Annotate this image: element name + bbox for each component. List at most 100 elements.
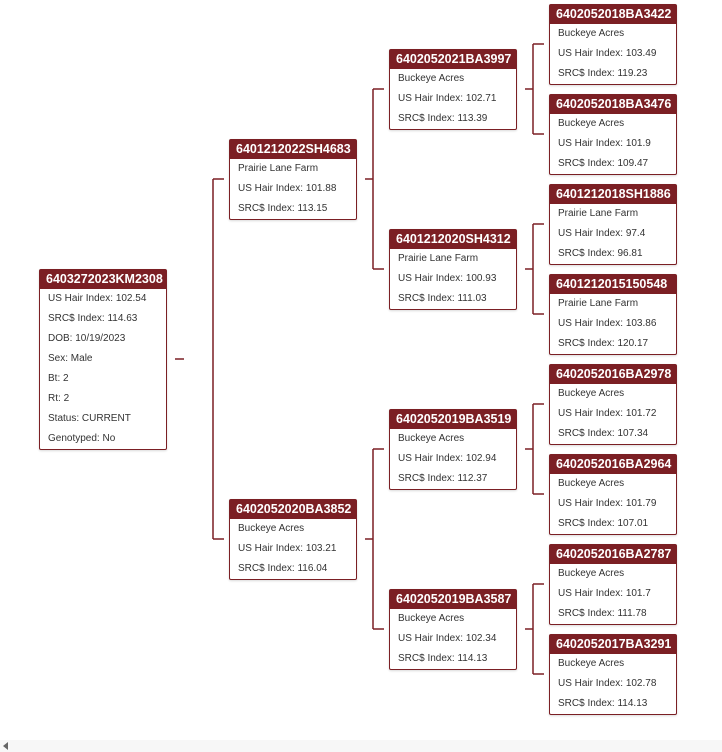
grandparent-src-index: SRC$ Index: 113.39: [390, 109, 516, 129]
grandparent-id-link[interactable]: 6402052019BA3587: [390, 590, 516, 609]
src-index-label: SRC$ Index:: [558, 518, 615, 529]
detail-value: 2: [63, 393, 70, 404]
src-index-label: SRC$ Index:: [558, 428, 615, 439]
great-grandparent-farm: Buckeye Acres: [558, 28, 625, 39]
detail-value: CURRENT: [81, 413, 131, 424]
us-hair-index-value: 102.78: [625, 678, 657, 689]
src-index-label: SRC$ Index:: [558, 338, 615, 349]
src-index-value: 109.47: [617, 158, 649, 169]
src-index-value: 113.15: [297, 203, 328, 214]
src-index-label: SRC$ Index:: [558, 68, 615, 79]
great-grandparent-us-hair-index: US Hair Index: 101.72: [550, 404, 676, 424]
src-index-value: 111.03: [457, 293, 487, 304]
grandparent-id-link[interactable]: 6401212020SH4312: [390, 230, 516, 249]
great-grandparent-us-hair-index: US Hair Index: 97.4: [550, 224, 676, 244]
us-hair-index-label: US Hair Index:: [558, 588, 624, 599]
us-hair-index-label: US Hair Index:: [398, 273, 464, 284]
great-grandparent-id-link[interactable]: 6402052016BA2978: [550, 365, 676, 384]
great-grandparent-card-1: 6402052018BA3422 Buckeye Acres US Hair I…: [549, 4, 677, 85]
us-hair-index-value: 102.71: [465, 93, 497, 104]
great-grandparent-id-link[interactable]: 6401212018SH1886: [550, 185, 676, 204]
us-hair-index-value: 102.34: [465, 633, 497, 644]
great-grandparent-id-link[interactable]: 6402052017BA3291: [550, 635, 676, 654]
grandparent-card-3: 6402052019BA3519 Buckeye Acres US Hair I…: [389, 409, 517, 490]
sire-id-link[interactable]: 6401212022SH4683: [230, 140, 356, 159]
grandparent-src-index: SRC$ Index: 112.37: [390, 469, 516, 489]
grandparent-id-link[interactable]: 6402052019BA3519: [390, 410, 516, 429]
great-grandparent-us-hair-index: US Hair Index: 103.49: [550, 44, 676, 64]
dam-id-link[interactable]: 6402052020BA3852: [230, 500, 356, 519]
grandparent-us-hair-index: US Hair Index: 102.94: [390, 449, 516, 469]
us-hair-index-value: 101.79: [625, 498, 657, 509]
great-grandparent-id-link[interactable]: 6402052018BA3476: [550, 95, 676, 114]
us-hair-index-label: US Hair Index:: [398, 93, 464, 104]
horizontal-scrollbar[interactable]: [0, 740, 722, 752]
src-index-value: 107.01: [617, 518, 649, 529]
detail-value: 114.63: [107, 313, 138, 324]
us-hair-index-label: US Hair Index:: [558, 228, 624, 239]
great-grandparent-id-link[interactable]: 6401212015150548: [550, 275, 676, 294]
great-grandparent-src-index: SRC$ Index: 120.17: [550, 334, 676, 354]
great-grandparent-card-2: 6402052018BA3476 Buckeye Acres US Hair I…: [549, 94, 677, 175]
scroll-left-arrow-icon[interactable]: [3, 742, 8, 750]
us-hair-index-label: US Hair Index:: [558, 48, 624, 59]
us-hair-index-value: 101.7: [625, 588, 651, 599]
us-hair-index-value: 103.86: [625, 318, 657, 329]
subject-detail-row: Bt: 2: [40, 369, 166, 389]
grandparent-src-index: SRC$ Index: 114.13: [390, 649, 516, 669]
great-grandparent-src-index: SRC$ Index: 111.78: [550, 604, 676, 624]
src-index-label: SRC$ Index:: [558, 158, 615, 169]
detail-label: Status:: [48, 413, 80, 424]
great-grandparent-src-index: SRC$ Index: 107.34: [550, 424, 676, 444]
detail-label: Genotyped:: [48, 433, 100, 444]
us-hair-index-label: US Hair Index:: [558, 408, 624, 419]
great-grandparent-card-4: 6401212015150548 Prairie Lane Farm US Ha…: [549, 274, 677, 355]
us-hair-index-value: 97.4: [625, 228, 646, 239]
src-index-label: SRC$ Index:: [558, 698, 615, 709]
grandparent-id-link[interactable]: 6402052021BA3997: [390, 50, 516, 69]
us-hair-index-value: 102.94: [465, 453, 497, 464]
great-grandparent-id-link[interactable]: 6402052018BA3422: [550, 5, 676, 24]
sire-card: 6401212022SH4683 Prairie Lane Farm US Ha…: [229, 139, 357, 220]
src-index-label: SRC$ Index:: [398, 113, 455, 124]
detail-label: Sex:: [48, 353, 69, 364]
grandparent-card-1: 6402052021BA3997 Buckeye Acres US Hair I…: [389, 49, 517, 130]
us-hair-index-value: 100.93: [465, 273, 497, 284]
src-index-label: SRC$ Index:: [238, 563, 295, 574]
subject-detail-row: Sex: Male: [40, 349, 166, 369]
us-hair-index-label: US Hair Index:: [238, 183, 304, 194]
src-index-value: 111.78: [617, 608, 647, 619]
us-hair-index-label: US Hair Index:: [398, 633, 464, 644]
great-grandparent-src-index: SRC$ Index: 107.01: [550, 514, 676, 534]
us-hair-index-value: 103.49: [625, 48, 657, 59]
grandparent-us-hair-index: US Hair Index: 100.93: [390, 269, 516, 289]
src-index-value: 120.17: [617, 338, 649, 349]
src-index-label: SRC$ Index:: [558, 608, 615, 619]
great-grandparent-us-hair-index: US Hair Index: 103.86: [550, 314, 676, 334]
great-grandparent-src-index: SRC$ Index: 114.13: [550, 694, 676, 714]
grandparent-src-index: SRC$ Index: 111.03: [390, 289, 516, 309]
great-grandparent-id-link[interactable]: 6402052016BA2964: [550, 455, 676, 474]
sire-farm: Prairie Lane Farm: [238, 163, 319, 174]
subject-animal-id-link[interactable]: 6403272023KM2308: [40, 270, 166, 289]
great-grandparent-id-link[interactable]: 6402052016BA2787: [550, 545, 676, 564]
us-hair-index-label: US Hair Index:: [558, 498, 624, 509]
src-index-label: SRC$ Index:: [398, 473, 455, 484]
us-hair-index-value: 103.21: [305, 543, 337, 554]
us-hair-index-value: 101.88: [305, 183, 337, 194]
dam-farm: Buckeye Acres: [238, 523, 305, 534]
great-grandparent-src-index: SRC$ Index: 109.47: [550, 154, 676, 174]
us-hair-index-label: US Hair Index:: [558, 678, 624, 689]
great-grandparent-farm: Prairie Lane Farm: [558, 298, 639, 309]
src-index-label: SRC$ Index:: [558, 248, 615, 259]
grandparent-farm: Prairie Lane Farm: [398, 253, 479, 264]
great-grandparent-farm: Prairie Lane Farm: [558, 208, 639, 219]
src-index-label: SRC$ Index:: [398, 293, 455, 304]
detail-value: 10/19/2023: [75, 333, 126, 344]
us-hair-index-label: US Hair Index:: [558, 318, 624, 329]
great-grandparent-src-index: SRC$ Index: 119.23: [550, 64, 676, 84]
detail-value: 2: [63, 373, 69, 384]
